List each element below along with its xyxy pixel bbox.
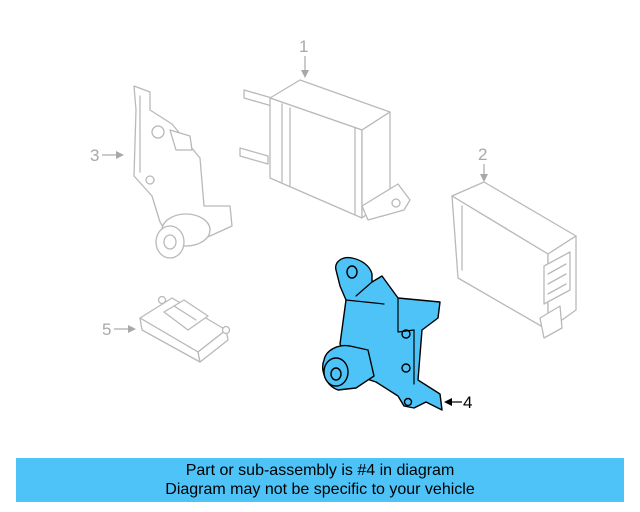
svg-text:3: 3 [90,146,99,165]
part-4-bracket-highlighted[interactable] [322,256,443,411]
svg-text:1: 1 [299,37,308,56]
callout-2: 2 [478,145,488,182]
callout-3: 3 [90,146,124,165]
part-1-module [239,79,411,221]
part-2-module [451,181,577,339]
callout-1: 1 [299,37,309,78]
part-5-sensor [139,295,231,363]
banner-line-1: Part or sub-assembly is #4 in diagram [185,462,455,479]
callout-5: 5 [102,320,136,339]
svg-text:2: 2 [478,145,487,164]
banner-line-2: Diagram may not be specific to your vehi… [165,481,475,498]
callout-4: 4 [444,393,472,412]
svg-text:5: 5 [102,320,111,339]
info-banner: Part or sub-assembly is #4 in diagram Di… [16,458,624,502]
part-3-bracket [133,85,233,259]
svg-text:4: 4 [463,393,472,412]
